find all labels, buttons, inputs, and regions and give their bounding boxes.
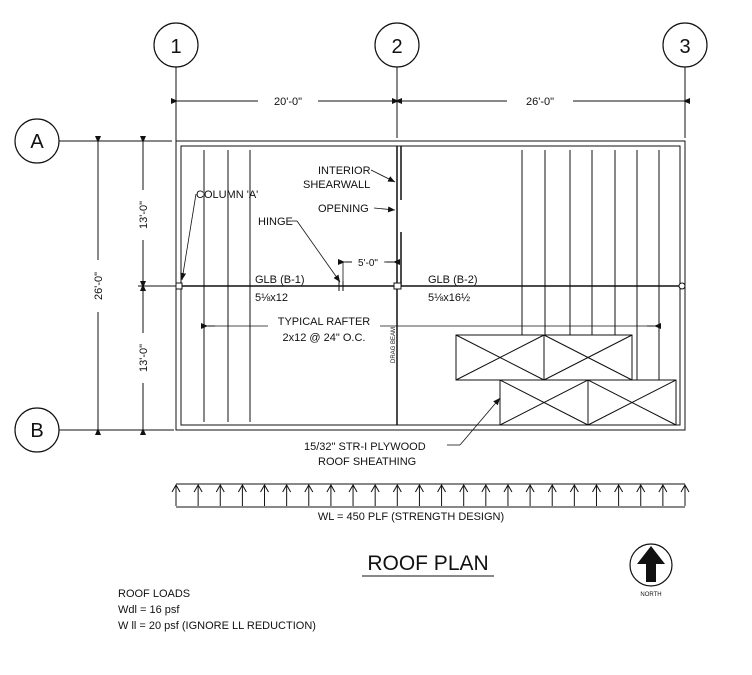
glb-beam-line [175, 281, 686, 291]
wind-load-arrowhead [481, 483, 491, 493]
dim-upper-ns: 13'-0" [138, 201, 150, 229]
wind-load-arrowhead [636, 483, 646, 493]
grid-bubble-2: 2 [374, 22, 420, 68]
wind-load-arrowhead [437, 483, 446, 493]
hinge-dimension: 5'-0" [338, 255, 400, 282]
label-sheathing-2: ROOF SHEATHING [318, 456, 416, 468]
dim-span-2-3: 26'-0" [526, 96, 554, 108]
drag-beam-label: DRAG BEAM [391, 327, 397, 363]
grid-bubble-a: A [14, 118, 60, 164]
roof-loads-live: W ll = 20 psf (IGNORE LL REDUCTION) [118, 620, 316, 632]
label-rafter-size: 2x12 @ 24" O.C. [283, 332, 366, 344]
wind-load-arrowhead [415, 483, 424, 493]
dimension-vertical: 26'-0" 13'-0" 13'-0" [91, 136, 176, 435]
dim-lower-ns: 13'-0" [138, 344, 150, 372]
wind-load-arrowhead [680, 483, 690, 493]
wind-load-arrowhead [326, 483, 336, 493]
wind-load-arrowhead [392, 483, 402, 493]
label-glb-b1-size: 5⅛x12 [255, 292, 288, 304]
wind-load-arrowhead [459, 483, 469, 493]
wind-load-arrowhead [658, 483, 668, 493]
label-sheathing: 15/32" STR-I PLYWOOD [304, 441, 426, 453]
dim-overall-ns: 26'-0" [93, 272, 105, 300]
wind-load-arrowhead [569, 483, 579, 493]
callouts: INTERIOR SHEARWALL OPENING COLUMN 'A' HI… [180, 165, 396, 283]
wind-load-arrowhead [547, 483, 557, 493]
grid-label-3: 3 [679, 36, 690, 58]
wind-load-arrowhead [592, 483, 601, 493]
wind-load-arrows [171, 483, 690, 506]
wind-load-arrowhead [171, 483, 181, 493]
wind-load-arrowhead [260, 483, 269, 493]
label-opening: OPENING [318, 203, 369, 215]
label-glb-b1: GLB (B-1) [255, 274, 305, 286]
dim-span-1-2: 20'-0" [274, 96, 302, 108]
grid-label-2: 2 [391, 36, 402, 58]
wind-load-diagram: WL = 450 PLF (STRENGTH DESIGN) [171, 483, 690, 523]
wind-load-arrowhead [304, 483, 314, 493]
label-column-a: COLUMN 'A' [196, 189, 258, 201]
sheathing-panels [455, 334, 677, 426]
grid-bubble-1: 1 [153, 22, 199, 68]
title-block: ROOF PLAN [362, 552, 494, 577]
roof-loads-notes: ROOF LOADS Wdl = 16 psf W ll = 20 psf (I… [118, 588, 316, 632]
grid-bubble-3: 3 [662, 22, 708, 68]
wind-load-arrowhead [503, 483, 513, 493]
grid-label-1: 1 [170, 36, 181, 58]
wind-load-arrowhead [370, 483, 380, 493]
label-wind-load: WL = 450 PLF (STRENGTH DESIGN) [318, 511, 504, 523]
roof-loads-dead: Wdl = 16 psf [118, 604, 180, 616]
typical-rafter-callout: TYPICAL RAFTER 2x12 @ 24" O.C. [201, 314, 661, 344]
label-hinge: HINGE [258, 216, 293, 228]
roof-loads-heading: ROOF LOADS [118, 588, 190, 600]
page-title: ROOF PLAN [367, 552, 488, 575]
wind-load-arrowhead [348, 483, 358, 493]
beam-labels: GLB (B-1) 5⅛x12 GLB (B-2) 5⅛x16½ [255, 274, 478, 304]
north-arrow-icon: NORTH [629, 543, 673, 598]
grid-bubble-b: B [14, 407, 60, 453]
grid-label-b: B [30, 420, 43, 442]
label-rafter: TYPICAL RAFTER [278, 316, 371, 328]
dim-hinge-offset: 5'-0" [358, 258, 378, 269]
label-glb-b2-size: 5⅛x16½ [428, 292, 470, 304]
wind-load-arrowhead [237, 483, 247, 493]
wind-load-arrowhead [282, 483, 292, 493]
wind-load-arrowhead [614, 483, 624, 493]
north-label: NORTH [640, 592, 661, 598]
grid-label-a: A [30, 131, 44, 153]
label-glb-b2: GLB (B-2) [428, 274, 478, 286]
sheathing-callout: 15/32" STR-I PLYWOOD ROOF SHEATHING [304, 397, 501, 468]
wind-load-arrowhead [525, 483, 535, 493]
dimension-horizontal: 20'-0" 26'-0" [171, 94, 690, 108]
wind-load-arrowhead [215, 483, 225, 493]
label-interior: INTERIOR [318, 165, 371, 177]
wind-load-arrowhead [193, 483, 203, 493]
label-shearwall: SHEARWALL [303, 179, 370, 191]
